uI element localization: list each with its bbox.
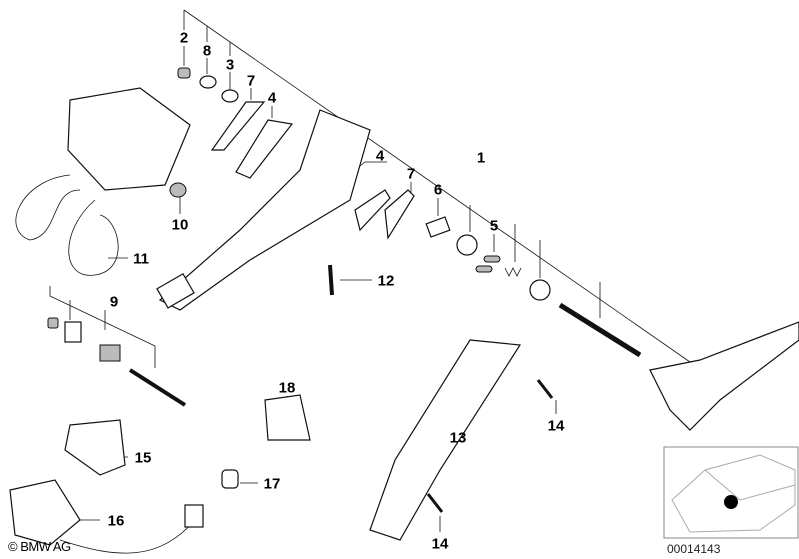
- callout-5: 5: [489, 217, 499, 235]
- part-7-clip-b: [384, 189, 415, 240]
- part-12-bolt: [328, 264, 334, 296]
- part-13-trim: [369, 339, 522, 541]
- part-column-connector: [156, 273, 195, 309]
- part-14-screw-b: [426, 493, 444, 513]
- part-lever: [649, 321, 799, 431]
- part-cam-a: [456, 234, 478, 256]
- vehicle-inset: [663, 446, 799, 539]
- part-16-plug: [184, 504, 204, 528]
- part-steering-column: [158, 109, 371, 311]
- part-spring: [504, 267, 522, 277]
- part-9-nut: [47, 317, 59, 329]
- callout-16: 16: [107, 512, 125, 530]
- part-15-switch: [64, 419, 126, 476]
- part-16-sensor: [9, 479, 81, 546]
- part-8-washer: [199, 75, 217, 89]
- callout-11: 11: [133, 250, 149, 268]
- part-5-pin-b: [475, 265, 493, 273]
- part-18-bracket: [264, 394, 311, 441]
- part-upper-bracket: [67, 87, 191, 191]
- callout-13: 13: [449, 429, 467, 447]
- callout-7: 7: [246, 72, 256, 90]
- part-14-screw-a: [536, 379, 554, 399]
- copyright: © BMW AG: [8, 539, 71, 554]
- part-3-washer: [221, 89, 239, 103]
- callout-9: 9: [109, 293, 119, 311]
- image-code: 00014143: [667, 542, 721, 556]
- part-long-bolt: [558, 302, 642, 358]
- parts: [9, 67, 799, 554]
- callout-15: 15: [134, 449, 152, 467]
- callout-6: 6: [433, 181, 443, 199]
- callout-7: 7: [406, 165, 416, 183]
- callout-17: 17: [263, 475, 281, 493]
- callout-12: 12: [377, 272, 395, 290]
- leader-lines: [49, 9, 691, 532]
- part-9-bolt: [128, 368, 187, 407]
- callout-10: 10: [171, 216, 189, 234]
- callout-18: 18: [278, 379, 296, 397]
- callout-3: 3: [225, 56, 235, 74]
- part-10-nut: [169, 182, 187, 198]
- part-9-clamp: [64, 321, 82, 343]
- callout-1: 1: [476, 149, 486, 167]
- part-16-cable: [59, 519, 196, 554]
- part-9-block: [99, 344, 121, 362]
- callout-4: 4: [267, 89, 277, 107]
- part-cam-b: [529, 279, 551, 301]
- part-4-guide: [235, 119, 294, 179]
- part-6-bushing: [425, 216, 451, 238]
- callout-14: 14: [547, 417, 565, 435]
- location-marker: [724, 495, 738, 509]
- part-5-pin: [483, 255, 501, 263]
- part-2-nut: [177, 67, 191, 79]
- part-7-clip: [210, 101, 266, 151]
- part-17-clip: [221, 469, 239, 489]
- callout-8: 8: [202, 42, 212, 60]
- part-4-guide-b: [354, 189, 391, 232]
- callout-14: 14: [431, 535, 449, 553]
- part-11-spring-right: [68, 199, 119, 276]
- part-11-spring-left: [15, 174, 81, 241]
- callout-2: 2: [179, 29, 189, 47]
- callout-4: 4: [375, 147, 385, 165]
